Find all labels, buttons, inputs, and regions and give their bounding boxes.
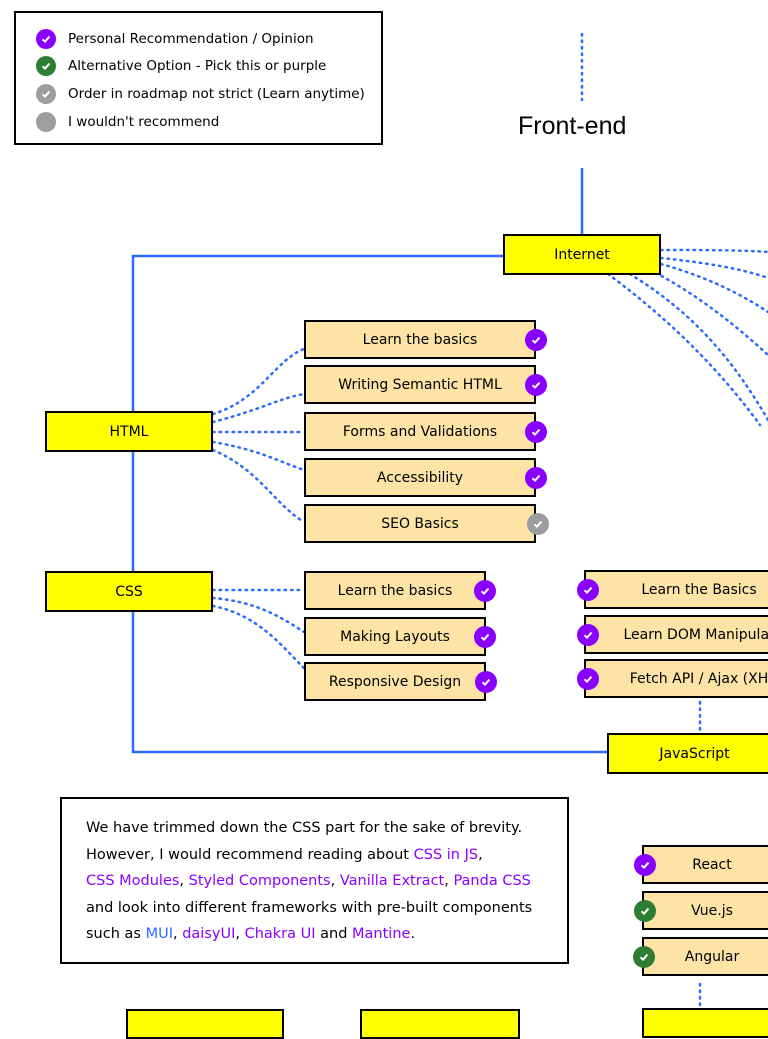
topic-label: React xyxy=(692,856,732,873)
legend-item-recommendation: Personal Recommendation / Opinion xyxy=(36,29,314,49)
note-text: However, I would recommend reading about xyxy=(86,846,414,863)
node-bottom-left-partial[interactable] xyxy=(126,1009,284,1039)
purple-check-icon xyxy=(634,853,656,876)
roadmap-title: Front-end xyxy=(518,112,627,140)
topic-label: Learn the Basics xyxy=(641,581,757,598)
link-daisyui[interactable]: daisyUI xyxy=(182,926,236,943)
node-internet[interactable]: Internet xyxy=(503,234,661,275)
purple-check-icon xyxy=(475,670,497,693)
css-topics-item[interactable]: Making Layouts xyxy=(304,617,486,656)
node-bottom-mid-partial[interactable] xyxy=(360,1009,520,1039)
note-text: such as xyxy=(86,926,146,943)
legend-label: Order in roadmap not strict (Learn anyti… xyxy=(68,86,365,102)
topic-label: Learn the basics xyxy=(362,331,478,348)
note-text: . xyxy=(410,926,416,943)
html-topics-item[interactable]: Forms and Validations xyxy=(304,412,536,451)
topic-label: Learn DOM Manipulat xyxy=(623,626,768,643)
topic-label: Writing Semantic HTML xyxy=(338,376,502,393)
purple-check-icon xyxy=(577,667,599,690)
note-line-2: However, I would recommend reading about… xyxy=(86,842,545,869)
note-text: , xyxy=(444,873,454,890)
note-text: , xyxy=(235,926,245,943)
html-topics-item[interactable]: Learn the basics xyxy=(304,320,536,359)
legend-label: Alternative Option - Pick this or purple xyxy=(68,58,327,74)
link-css-modules[interactable]: CSS Modules xyxy=(86,873,180,890)
js-topics-item[interactable]: Learn the Basics xyxy=(584,570,768,609)
legend-item-alternative: Alternative Option - Pick this or purple xyxy=(36,56,326,76)
note-text: , xyxy=(330,873,340,890)
css-topics-item[interactable]: Responsive Design xyxy=(304,662,486,701)
purple-check-icon xyxy=(474,625,496,648)
topic-label: Angular xyxy=(684,948,740,965)
gray-check-icon xyxy=(36,84,56,104)
html-topics-item[interactable]: Accessibility xyxy=(304,458,536,497)
gray-dot-icon xyxy=(36,112,56,132)
topic-label: Forms and Validations xyxy=(342,423,498,440)
link-vanilla-extract[interactable]: Vanilla Extract xyxy=(339,873,445,890)
note-text: , xyxy=(172,926,183,943)
legend-item-not-recommend: I wouldn't recommend xyxy=(36,112,219,132)
note-text: , xyxy=(179,873,189,890)
css-topics-item[interactable]: Learn the basics xyxy=(304,571,486,610)
html-topics-item[interactable]: Writing Semantic HTML xyxy=(304,365,536,404)
green-check-icon xyxy=(634,899,656,922)
link-styled-components[interactable]: Styled Components xyxy=(188,873,331,890)
green-check-icon xyxy=(36,56,56,76)
node-bottom-right-partial[interactable] xyxy=(642,1008,768,1038)
node-css[interactable]: CSS xyxy=(45,571,213,612)
js-topics-item[interactable]: Learn DOM Manipulat xyxy=(584,615,768,654)
purple-check-icon xyxy=(577,578,599,601)
html-topics-item[interactable]: SEO Basics xyxy=(304,504,536,543)
topic-label: Vue.js xyxy=(691,902,733,919)
purple-check-icon xyxy=(525,466,547,489)
purple-check-icon xyxy=(36,29,56,49)
topic-label: Making Layouts xyxy=(340,628,450,645)
node-html[interactable]: HTML xyxy=(45,411,213,452)
note-line-5: such as MUI, daisyUI, Chakra UI and Mant… xyxy=(86,921,545,948)
note-line-3: CSS Modules, Styled Components, Vanilla … xyxy=(86,868,545,895)
purple-check-icon xyxy=(525,420,547,443)
note-text: and xyxy=(315,926,353,943)
frameworks-item[interactable]: Angular xyxy=(642,937,768,976)
link-panda-css[interactable]: Panda CSS xyxy=(453,873,531,890)
frameworks-item[interactable]: Vue.js xyxy=(642,891,768,930)
link-chakra-ui[interactable]: Chakra UI xyxy=(244,926,316,943)
note-line-1: We have trimmed down the CSS part for th… xyxy=(86,820,523,836)
gray-check-icon xyxy=(527,512,549,535)
topic-label: Fetch API / Ajax (XH xyxy=(629,670,768,687)
note-text: , xyxy=(478,846,483,863)
link-mantine[interactable]: Mantine xyxy=(352,926,411,943)
css-note-box: We have trimmed down the CSS part for th… xyxy=(60,797,569,964)
js-topics-item[interactable]: Fetch API / Ajax (XH xyxy=(584,659,768,698)
legend-box: Personal Recommendation / Opinion Altern… xyxy=(14,11,383,145)
green-check-icon xyxy=(633,945,655,968)
purple-check-icon xyxy=(525,328,547,351)
topic-label: Responsive Design xyxy=(328,673,462,690)
link-mui[interactable]: MUI xyxy=(145,926,173,943)
legend-label: I wouldn't recommend xyxy=(68,114,220,130)
link-css-in-js[interactable]: CSS in JS xyxy=(413,846,479,863)
topic-label: Learn the basics xyxy=(337,582,453,599)
purple-check-icon xyxy=(525,373,547,396)
topic-label: SEO Basics xyxy=(381,515,459,532)
node-javascript[interactable]: JavaScript xyxy=(607,733,768,774)
purple-check-icon xyxy=(474,579,496,602)
legend-item-order: Order in roadmap not strict (Learn anyti… xyxy=(36,84,365,104)
note-line-4: and look into different frameworks with … xyxy=(86,899,533,916)
topic-label: Accessibility xyxy=(376,469,464,486)
purple-check-icon xyxy=(577,623,599,646)
frameworks-item[interactable]: React xyxy=(642,845,768,884)
legend-label: Personal Recommendation / Opinion xyxy=(68,31,314,47)
